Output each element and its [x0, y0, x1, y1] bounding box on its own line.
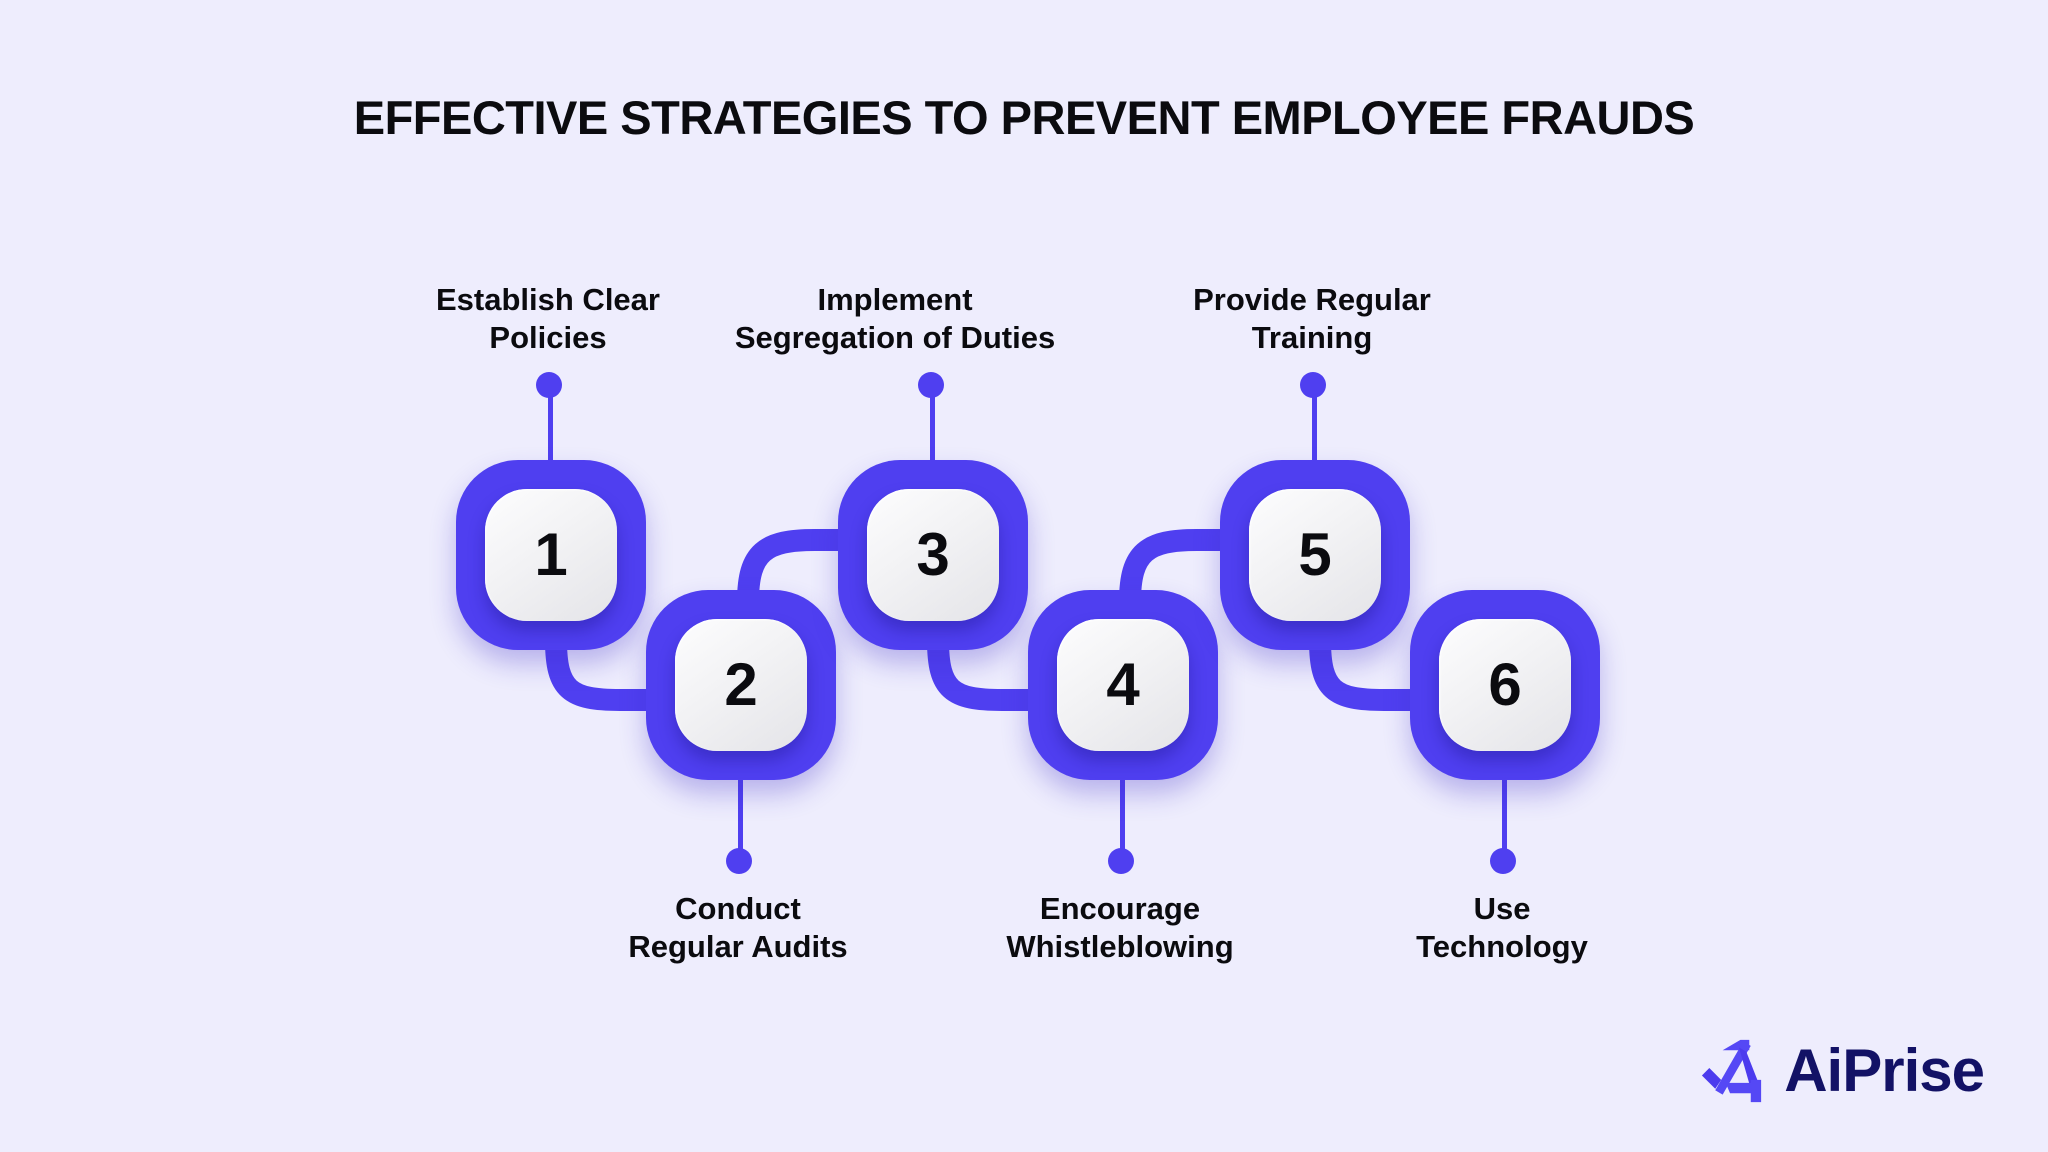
dot-step-4 — [1108, 848, 1134, 874]
step-label-4-line-1: Encourage — [1039, 891, 1201, 926]
connector-2-3 — [737, 529, 854, 613]
step-label-4-line-2: Whistleblowing — [1006, 929, 1234, 965]
dot-step-5 — [1300, 372, 1326, 398]
step-label-1: Establish Clear Policies — [383, 281, 713, 358]
step-node-6[interactable]: 6 — [1410, 590, 1600, 780]
step-label-6-line-2: Technology — [1416, 929, 1588, 965]
step-node-3[interactable]: 3 — [838, 460, 1028, 650]
step-node-5[interactable]: 5 — [1220, 460, 1410, 650]
step-label-2: Conduct Regular Audits — [573, 890, 903, 967]
stem-step-1 — [548, 385, 553, 470]
dot-step-3 — [918, 372, 944, 398]
step-number-1: 1 — [485, 489, 617, 621]
step-label-6-line-1: Use — [1473, 891, 1531, 926]
step-number-6: 6 — [1439, 619, 1571, 751]
dot-step-1 — [536, 372, 562, 398]
step-label-3-line-1: Implement — [817, 282, 973, 318]
step-label-5: Provide Regular Training — [1147, 281, 1477, 358]
aiprise-logo-icon — [1702, 1039, 1762, 1103]
dot-step-6 — [1490, 848, 1516, 874]
stem-step-3 — [930, 385, 935, 470]
step-node-2[interactable]: 2 — [646, 590, 836, 780]
step-label-4: Encourage Whistleblowing — [955, 890, 1285, 967]
page-title: EFFECTIVE STRATEGIES TO PREVENT EMPLOYEE… — [353, 91, 1695, 144]
stem-step-6 — [1502, 775, 1507, 860]
step-number-3: 3 — [867, 489, 999, 621]
stem-step-2 — [738, 775, 743, 860]
connector-3-4 — [927, 629, 1045, 711]
stem-step-4 — [1120, 775, 1125, 860]
step-label-3: Implement Segregation of Duties — [695, 281, 1095, 358]
step-label-2-line-2: Regular Audits — [628, 929, 848, 965]
step-number-5: 5 — [1249, 489, 1381, 621]
stem-step-5 — [1312, 385, 1317, 470]
connector-4-5 — [1119, 529, 1236, 613]
step-label-1-line-1: Establish Clear — [436, 282, 660, 318]
step-label-1-line-2: Policies — [489, 320, 607, 356]
connector-1-2 — [545, 629, 663, 711]
dot-step-2 — [726, 848, 752, 874]
step-node-1[interactable]: 1 — [456, 460, 646, 650]
step-number-2: 2 — [675, 619, 807, 751]
step-label-3-line-2: Segregation of Duties — [734, 320, 1056, 356]
brand-logo[interactable]: AiPrise — [1696, 1034, 1985, 1108]
step-node-4[interactable]: 4 — [1028, 590, 1218, 780]
step-label-5-line-1: Provide Regular — [1193, 282, 1431, 318]
brand-name: AiPrise — [1784, 1037, 1985, 1104]
connector-5-6 — [1309, 629, 1427, 711]
step-label-6: Use Technology — [1337, 890, 1667, 967]
step-label-5-line-2: Training — [1251, 320, 1373, 356]
step-number-4: 4 — [1057, 619, 1189, 751]
step-label-2-line-1: Conduct — [675, 891, 801, 926]
